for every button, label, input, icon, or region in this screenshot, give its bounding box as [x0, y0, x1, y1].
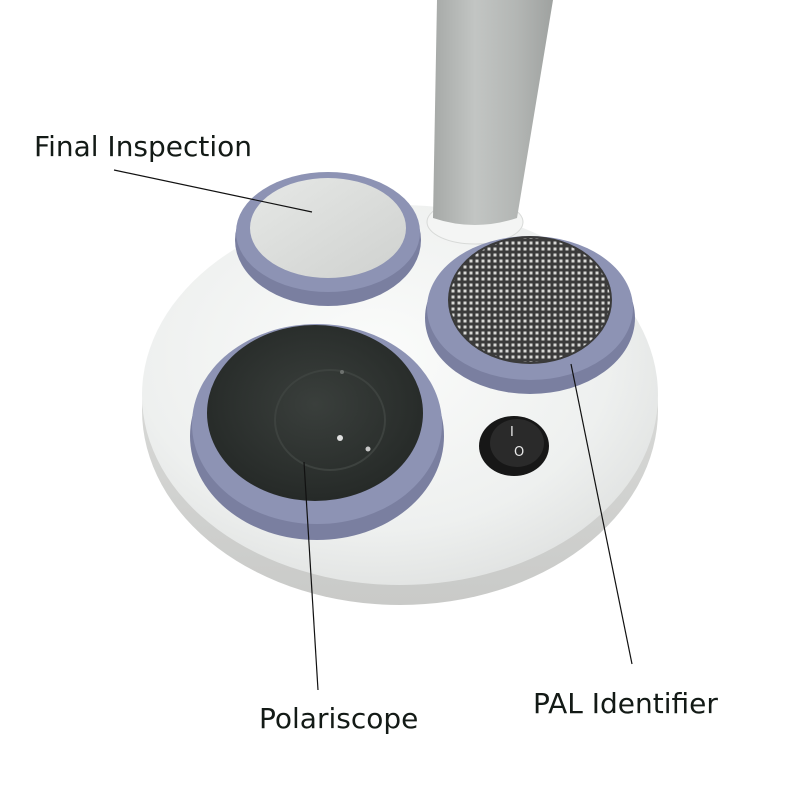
- polariscope-window: [190, 324, 444, 540]
- callout-lines: [113, 169, 633, 691]
- final-inspection-label: Final Inspection: [34, 130, 253, 163]
- switch-on-symbol: I: [510, 425, 514, 440]
- pal-identifier-leader: [570, 363, 633, 665]
- final-inspection-leader: [113, 169, 313, 213]
- final-inspection-window: [235, 172, 421, 306]
- pal-identifier-label: PAL Identifier: [533, 687, 718, 720]
- switch-off-symbol: O: [514, 445, 525, 460]
- polariscope-leader: [303, 461, 319, 691]
- polariscope-label: Polariscope: [259, 702, 419, 735]
- power-switch[interactable]: [479, 416, 549, 476]
- pole: [426, 0, 553, 245]
- pal-identifier-window: [425, 236, 635, 394]
